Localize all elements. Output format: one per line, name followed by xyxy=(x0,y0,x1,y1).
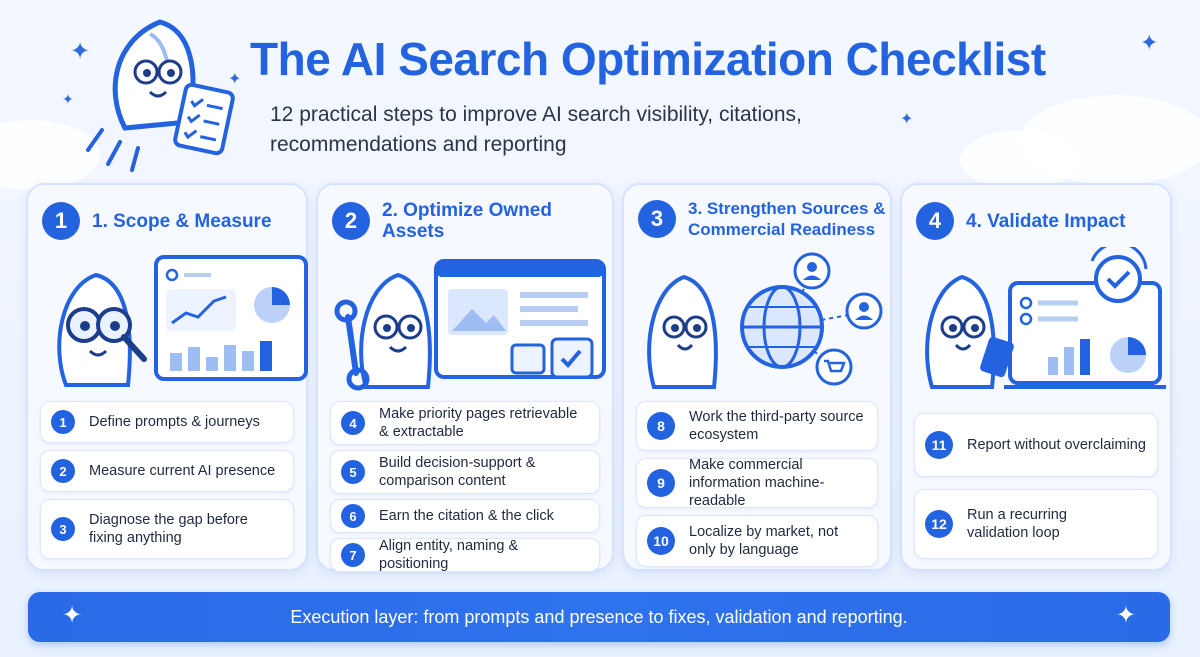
panel-number-badge: 3 xyxy=(638,200,676,238)
list-item: 5 Build decision-support & comparison co… xyxy=(330,450,600,494)
step-text: Build decision-support & comparison cont… xyxy=(379,455,536,489)
step-text: Diagnose the gap before fixing anything xyxy=(89,512,248,546)
list-item: 3 Diagnose the gap before fixing anythin… xyxy=(40,499,294,559)
step-text: Align entity, naming & positioning xyxy=(379,538,519,572)
step-text: Make priority pages retrievable & extrac… xyxy=(379,406,578,440)
panel-title: 4. Validate Impact xyxy=(966,210,1126,232)
sparkle-icon: ✦ xyxy=(228,71,242,88)
list-item: 8 Work the third-party source ecosystem xyxy=(636,401,878,451)
sparkle-icon: ✦ xyxy=(1115,602,1136,629)
step-text: Make commercial information machine-read… xyxy=(689,457,825,509)
step-text: Work the third-party source ecosystem xyxy=(689,409,864,443)
step-number-badge: 5 xyxy=(341,460,365,484)
step-number-badge: 9 xyxy=(647,469,675,497)
step-number-badge: 3 xyxy=(51,517,75,541)
step-number-badge: 7 xyxy=(341,543,365,567)
checklist-items: 11 Report without overclaiming 12 Run a … xyxy=(914,413,1158,566)
step-text: Report without overclaiming xyxy=(967,437,1146,453)
footer-banner: ✦ Execution layer: from prompts and pres… xyxy=(28,592,1170,642)
step-number-badge: 2 xyxy=(51,459,75,483)
step-number-badge: 1 xyxy=(51,410,75,434)
sparkle-icon: ✦ xyxy=(1140,30,1159,55)
sparkle-icon: ✦ xyxy=(900,111,914,128)
panel-scope-measure: 1 1. Scope & Measure 1 Define prompts & … xyxy=(26,183,308,571)
step-number-badge: 12 xyxy=(925,510,953,538)
list-item: 11 Report without overclaiming xyxy=(914,413,1158,477)
page-subtitle: 12 practical steps to improve AI search … xyxy=(270,103,802,156)
list-item: 6 Earn the citation & the click xyxy=(330,499,600,533)
panel-title: 1. Scope & Measure xyxy=(92,210,272,232)
panel-number-badge: 1 xyxy=(42,202,80,240)
step-number-badge: 6 xyxy=(341,504,365,528)
page-title: The AI Search Optimization Checklist xyxy=(250,33,1046,85)
checklist-items: 4 Make priority pages retrievable & extr… xyxy=(330,401,600,572)
panel-header: 4 4. Validate Impact xyxy=(916,201,1125,241)
step-number-badge: 11 xyxy=(925,431,953,459)
cloud-decoration xyxy=(960,130,1080,190)
footer-text: Execution layer: from prompts and presen… xyxy=(290,606,908,627)
header: The AI Search Optimization Checklist 12 … xyxy=(0,0,1200,180)
panel-optimize-owned-assets: 2 2. Optimize Owned Assets 4 Make priori… xyxy=(316,183,614,572)
panel-title: 3. Strengthen Sources & Commercial Readi… xyxy=(688,199,886,239)
step-number-badge: 8 xyxy=(647,412,675,440)
step-text: Run a recurring validation loop xyxy=(967,507,1067,541)
panel-header: 2 2. Optimize Owned Assets xyxy=(332,200,612,242)
sparkle-icon: ✦ xyxy=(62,602,83,629)
sparkle-icon: ✦ xyxy=(62,91,74,107)
list-item: 9 Make commercial information machine-re… xyxy=(636,457,878,509)
checklist-items: 1 Define prompts & journeys 2 Measure cu… xyxy=(40,401,294,566)
list-item: 1 Define prompts & journeys xyxy=(40,401,294,443)
checklist-items: 8 Work the third-party source ecosystem … xyxy=(636,401,878,574)
panel-number-badge: 4 xyxy=(916,202,954,240)
panel-title: 2. Optimize Owned Assets xyxy=(382,200,552,242)
mascot-tablet-report-illustration xyxy=(925,247,1166,389)
mascot-globe-network-illustration xyxy=(647,252,883,389)
list-item: 4 Make priority pages retrievable & extr… xyxy=(330,401,600,445)
mascot-wrench-webpage-illustration xyxy=(334,259,606,391)
step-text: Define prompts & journeys xyxy=(89,414,260,430)
panel-number-badge: 2 xyxy=(332,202,370,240)
list-item: 2 Measure current AI presence xyxy=(40,450,294,492)
list-item: 7 Align entity, naming & positioning xyxy=(330,538,600,572)
step-number-badge: 10 xyxy=(647,527,675,555)
panel-header: 3 3. Strengthen Sources & Commercial Rea… xyxy=(638,199,888,239)
panel-strengthen-sources: 3 3. Strengthen Sources & Commercial Rea… xyxy=(622,183,892,571)
step-number-badge: 4 xyxy=(341,411,365,435)
list-item: 10 Localize by market, not only by langu… xyxy=(636,515,878,567)
step-text: Localize by market, not only by language xyxy=(689,524,839,558)
mascot-magnifier-dashboard-illustration xyxy=(57,255,308,387)
step-text: Earn the citation & the click xyxy=(379,508,554,524)
sparkle-icon: ✦ xyxy=(70,38,91,65)
rocket-mascot-clipboard-illustration xyxy=(86,19,235,172)
panel-validate-impact: 4 4. Validate Impact 11 Report without o… xyxy=(900,183,1172,571)
step-text: Measure current AI presence xyxy=(89,463,276,479)
panel-header: 1 1. Scope & Measure xyxy=(42,201,272,241)
list-item: 12 Run a recurring validation loop xyxy=(914,489,1158,559)
